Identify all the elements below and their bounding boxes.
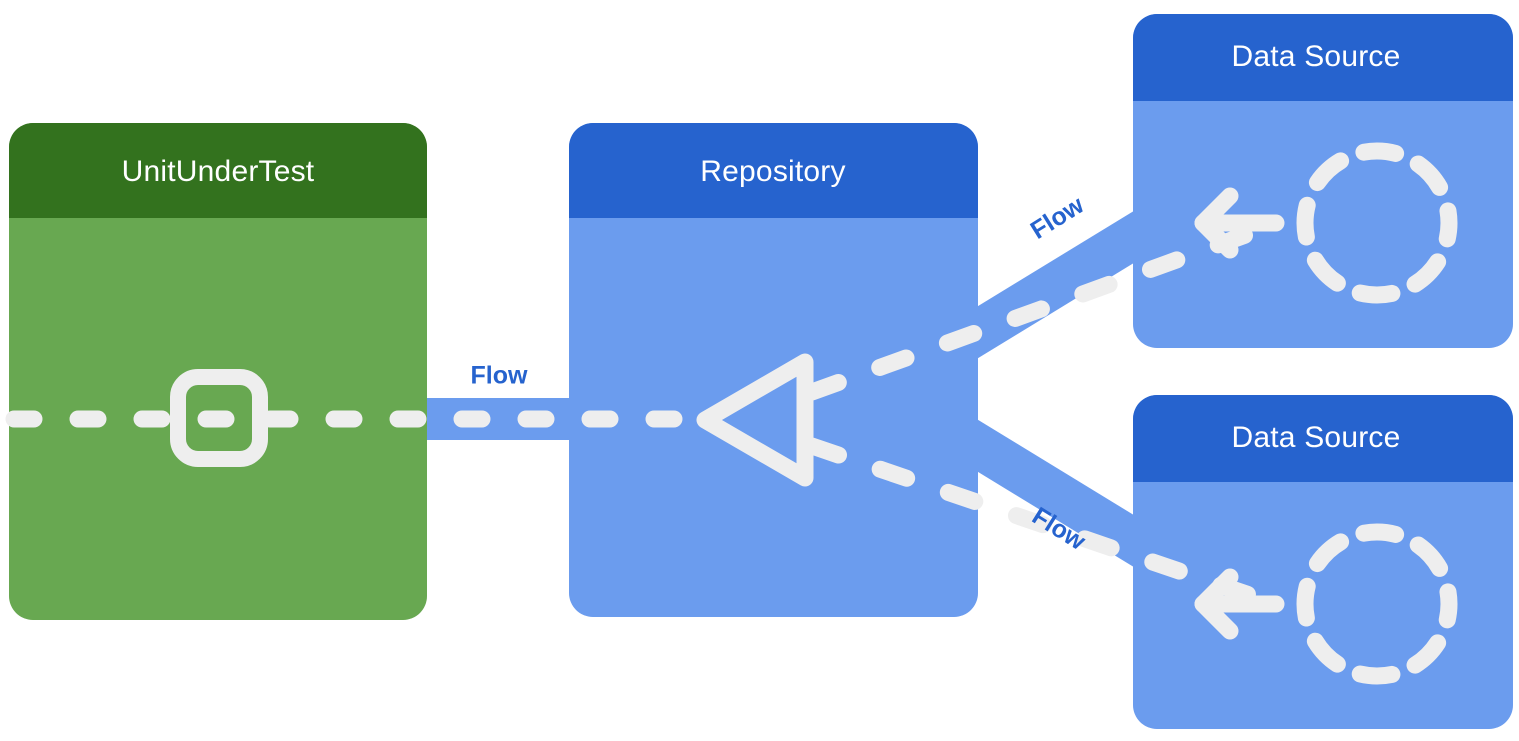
unit-under-test-header xyxy=(9,123,427,218)
flow-dash-datasource-top xyxy=(803,215,1285,401)
data-source-bottom-icons xyxy=(1194,523,1458,685)
merge-triangle-icon xyxy=(696,353,814,487)
flow-dash-datasource-bottom xyxy=(803,437,1285,613)
node-repository[interactable]: Repository xyxy=(569,123,978,617)
data-source-top-title: Data Source xyxy=(1232,40,1401,73)
data-source-top-header xyxy=(1133,14,1513,101)
data-source-top-icons xyxy=(1194,142,1458,304)
flow-dash-layer xyxy=(5,215,1285,613)
dashed-circle-icon xyxy=(1296,523,1458,685)
repository-body xyxy=(569,123,978,617)
edge-label-datasource-top: Flow xyxy=(1026,191,1090,245)
dashed-circle-icon xyxy=(1296,142,1458,304)
data-source-bottom-header xyxy=(1133,395,1513,482)
repository-title: Repository xyxy=(700,155,845,188)
data-source-bottom-title: Data Source xyxy=(1232,421,1401,454)
unit-under-test-title: UnitUnderTest xyxy=(122,155,315,188)
rounded-square-icon xyxy=(170,369,268,467)
arrow-left-icon xyxy=(1194,568,1285,640)
repository-header xyxy=(569,123,978,218)
arrow-left-icon xyxy=(1194,187,1285,259)
edge-label-repository-to-unit: Flow xyxy=(471,362,528,390)
